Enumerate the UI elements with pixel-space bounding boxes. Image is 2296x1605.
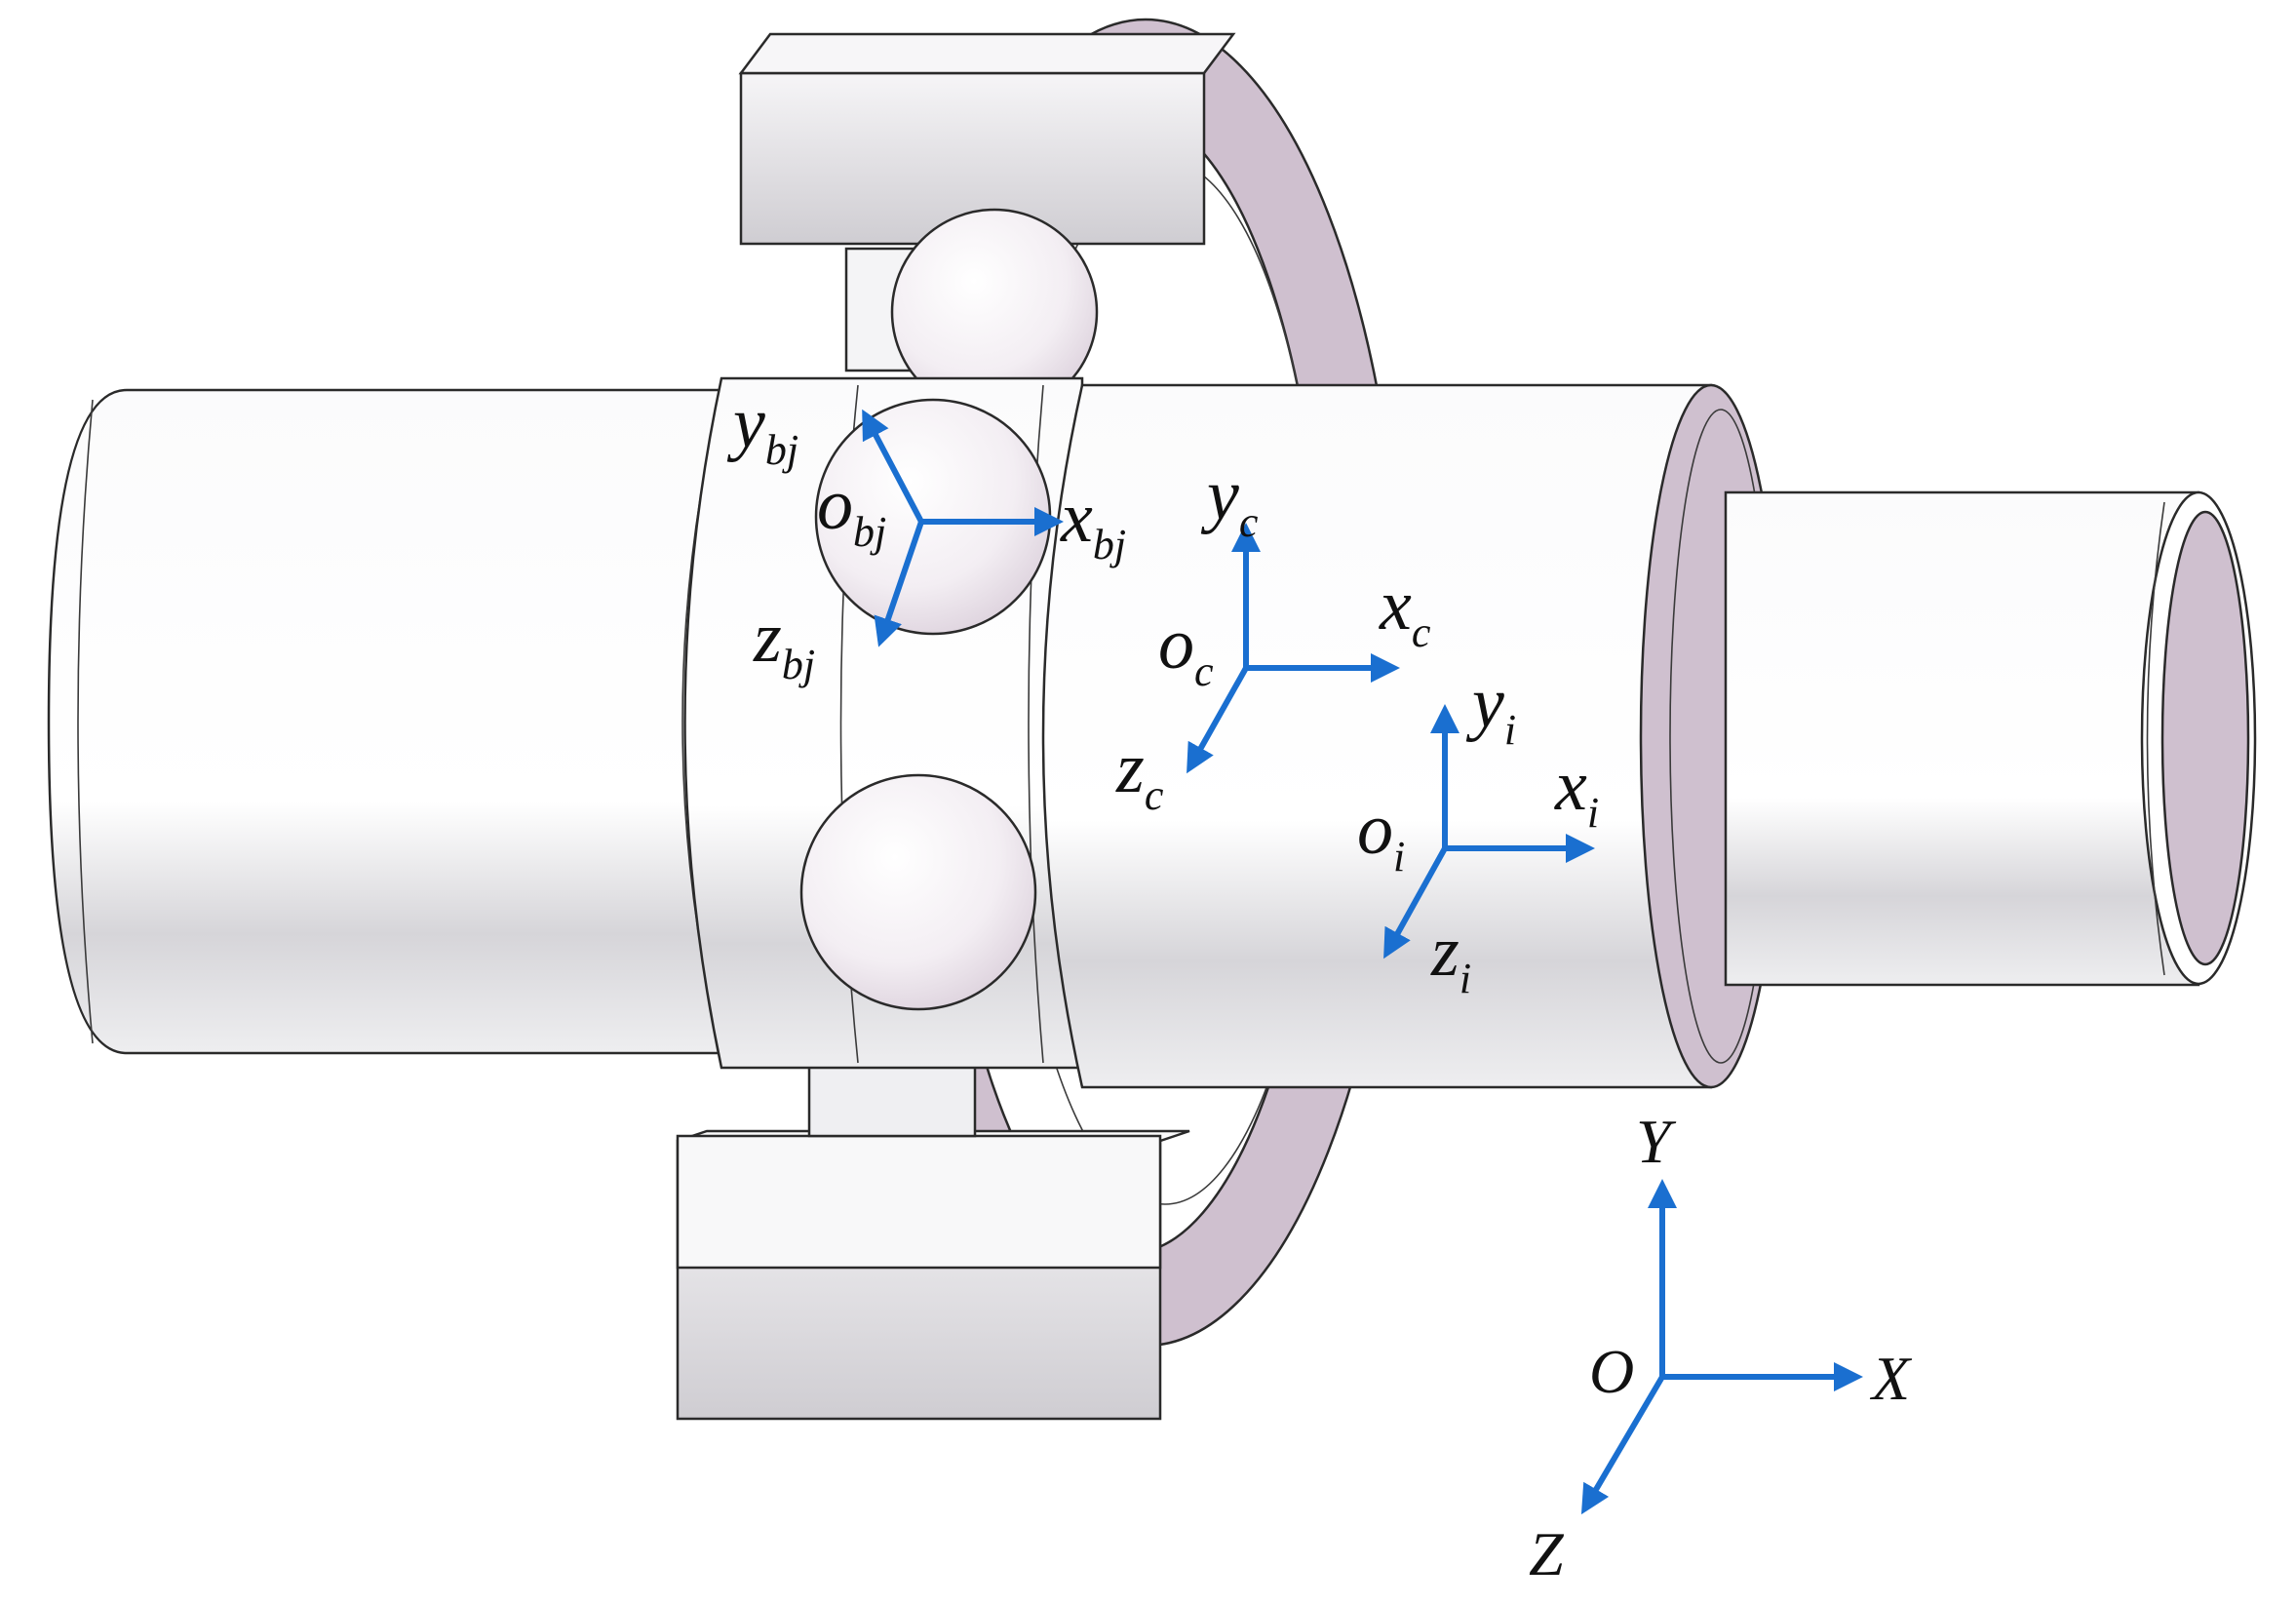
axes (862, 409, 1863, 1515)
global-z-axis (1580, 1375, 1665, 1515)
cage-z-label: zc (1115, 728, 1164, 819)
shaft-right-body (1041, 383, 1713, 1089)
global-y-label: Y (1636, 1107, 1677, 1176)
journal-face-inner (2160, 510, 2250, 966)
shaft-left-chamfer (77, 399, 94, 1044)
cage-x-label: xc (1379, 566, 1431, 656)
shaft-journal (1724, 490, 2257, 987)
ball-y-label: ybj (726, 383, 798, 474)
global-x-label: X (1869, 1344, 1913, 1413)
shaft-right (1041, 383, 1783, 1089)
global-z-label: Z (1529, 1519, 1565, 1588)
outer-ring-lower-front (676, 1134, 1162, 1270)
journal-body (1724, 490, 2200, 987)
inner-z-axis (1383, 846, 1448, 959)
global-origin-label: O (1589, 1337, 1634, 1406)
inner-x-label: xi (1554, 746, 1599, 837)
ball-z-axis (874, 521, 924, 647)
ball-lower (799, 773, 1037, 1011)
cage-origin-label: oc (1158, 605, 1214, 695)
shaft-left (47, 388, 743, 1055)
inner-z-label: zi (1430, 912, 1471, 1002)
ball-origin-label: obj (817, 465, 886, 556)
inner-ring-band (683, 376, 1084, 1070)
journal-chamfer (2146, 501, 2165, 976)
inner-y-label: yi (1465, 663, 1516, 754)
cage-z-axis (1187, 666, 1249, 774)
ball-x-label: xbj (1060, 478, 1126, 568)
cage-y-label: yc (1200, 455, 1259, 546)
ball-y-axis (862, 409, 924, 524)
ball-z-label: zbj (753, 598, 815, 688)
inner-origin-label: oi (1357, 790, 1405, 881)
shaft-left-body (47, 388, 743, 1055)
outer-ring-upper-top (738, 32, 1236, 75)
